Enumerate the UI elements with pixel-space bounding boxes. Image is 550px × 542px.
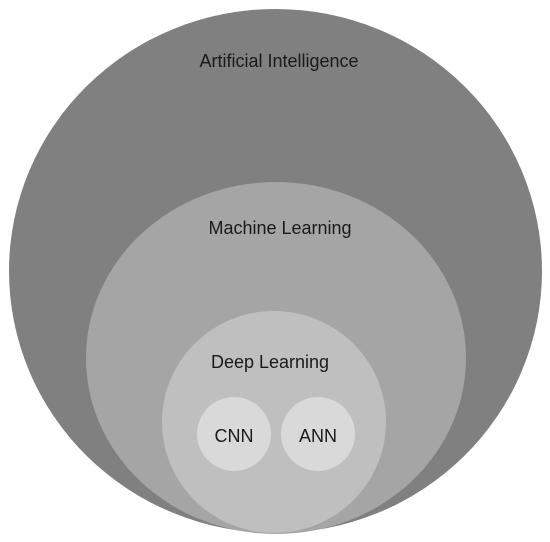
ann-label: ANN	[298, 426, 338, 446]
machine-learning-label: Machine Learning	[208, 218, 352, 238]
deep-learning-label: Deep Learning	[210, 352, 330, 372]
cnn-circle	[197, 397, 271, 471]
ann-circle	[281, 397, 355, 471]
cnn-label: CNN	[214, 426, 254, 446]
artificial-intelligence-label: Artificial Intelligence	[199, 51, 359, 71]
